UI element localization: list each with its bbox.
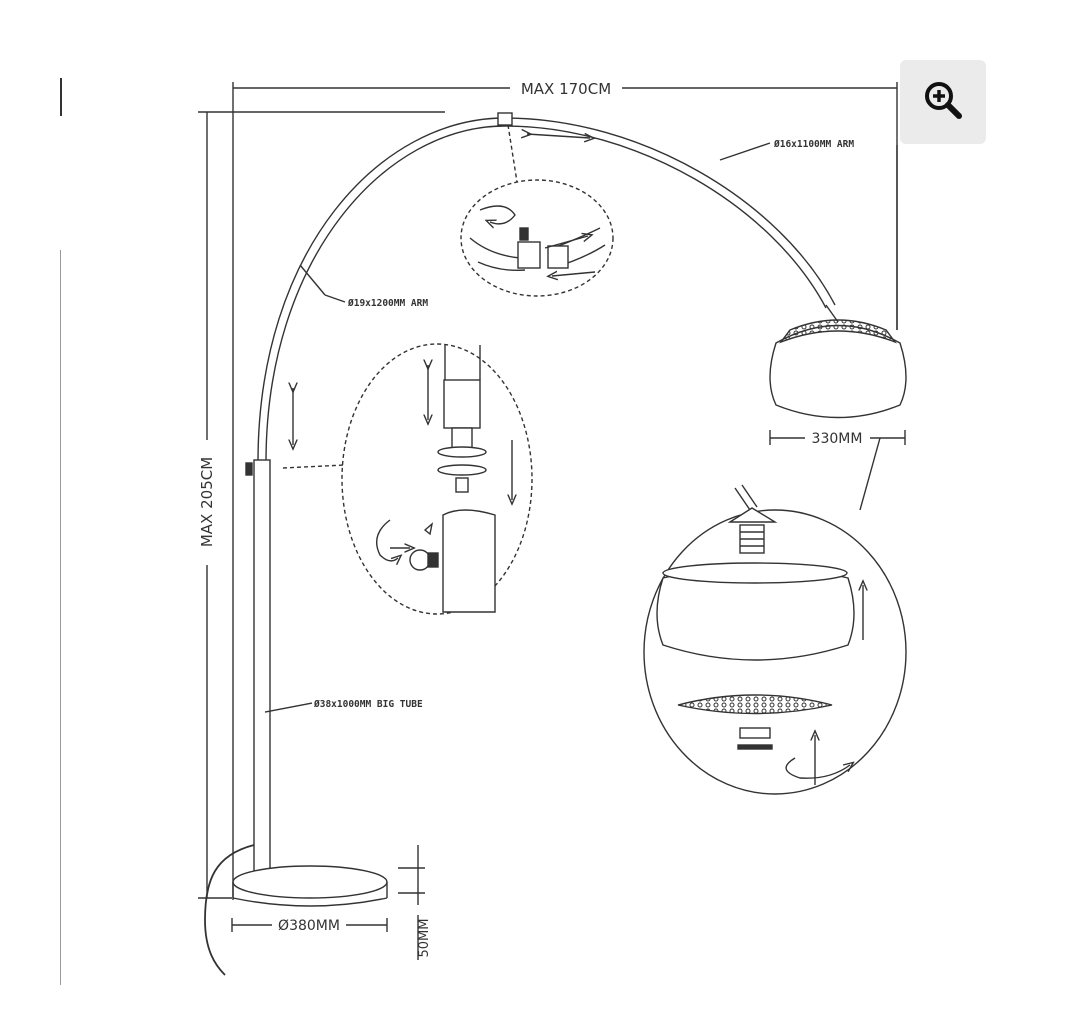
lamp-base: [232, 865, 388, 899]
max-height-label: MAX 205CM: [198, 457, 216, 547]
shade-assembly-detail: [643, 509, 907, 795]
power-cable: [204, 844, 255, 976]
upper-arm-label: Ø16x1100MM ARM: [773, 139, 854, 150]
lamp-arm-arc: [257, 117, 836, 463]
max-width-label: MAX 170CM: [521, 80, 611, 98]
big-tube: [253, 459, 271, 873]
left-edge-line-bottom: [60, 250, 61, 985]
tube-joint-detail: [341, 343, 533, 615]
base-diameter-label: Ø380MM: [278, 918, 340, 934]
shade-diameter-label: 330MM: [812, 431, 863, 447]
left-edge-line-top: [60, 78, 62, 116]
base-height-label: 50MM: [417, 919, 432, 958]
zoom-button[interactable]: [900, 60, 986, 144]
arm-joint-detail: [460, 179, 614, 297]
lower-arm-label: Ø19x1200MM ARM: [347, 298, 428, 309]
big-tube-label: Ø38x1000MM BIG TUBE: [313, 699, 423, 710]
zoom-in-icon: [921, 78, 965, 126]
